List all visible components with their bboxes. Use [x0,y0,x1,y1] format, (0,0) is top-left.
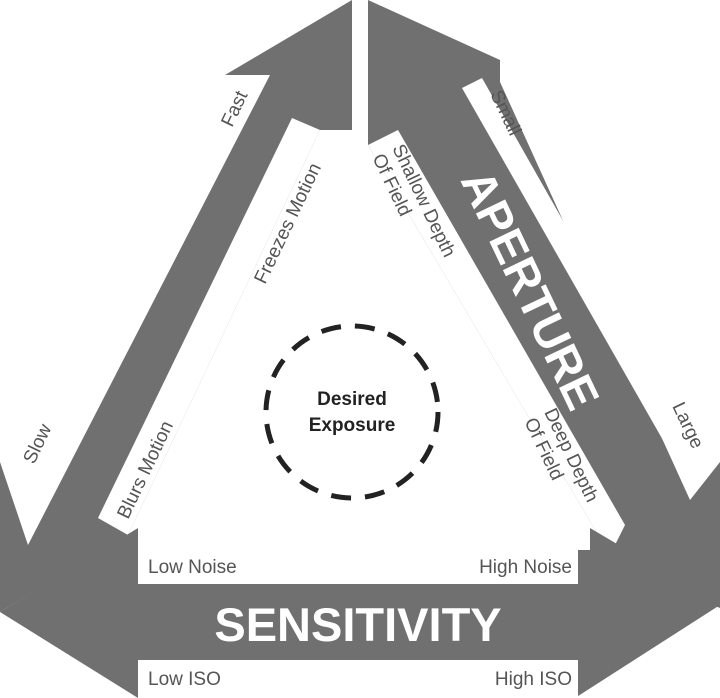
sensitivity-title: SENSITIVITY [214,598,501,651]
sensitivity-label-low-noise: Low Noise [148,557,237,578]
aperture-arrow-body [368,0,720,608]
sensitivity-label-low-iso: Low ISO [148,669,221,690]
aperture-inner-band [368,130,625,555]
desired-exposure-circle [263,323,441,501]
sensitivity-top-band [138,550,578,584]
desired-exposure-line1: Desired [317,389,387,410]
desired-exposure-line2: Exposure [309,415,396,436]
shutter-speed-arrow [0,0,352,612]
shutter-speed-arrow-body [0,0,352,612]
shutter-speed-outer-band [8,88,240,470]
sensitivity-label-high-noise: High Noise [479,557,572,578]
sensitivity-arrow [0,528,720,698]
shutter-speed-inner-band [98,118,320,535]
aperture-outer-band [462,78,700,470]
sensitivity-bottom-band [138,660,578,698]
sensitivity-label-high-iso: High ISO [495,669,572,690]
aperture-arrow [368,0,720,608]
